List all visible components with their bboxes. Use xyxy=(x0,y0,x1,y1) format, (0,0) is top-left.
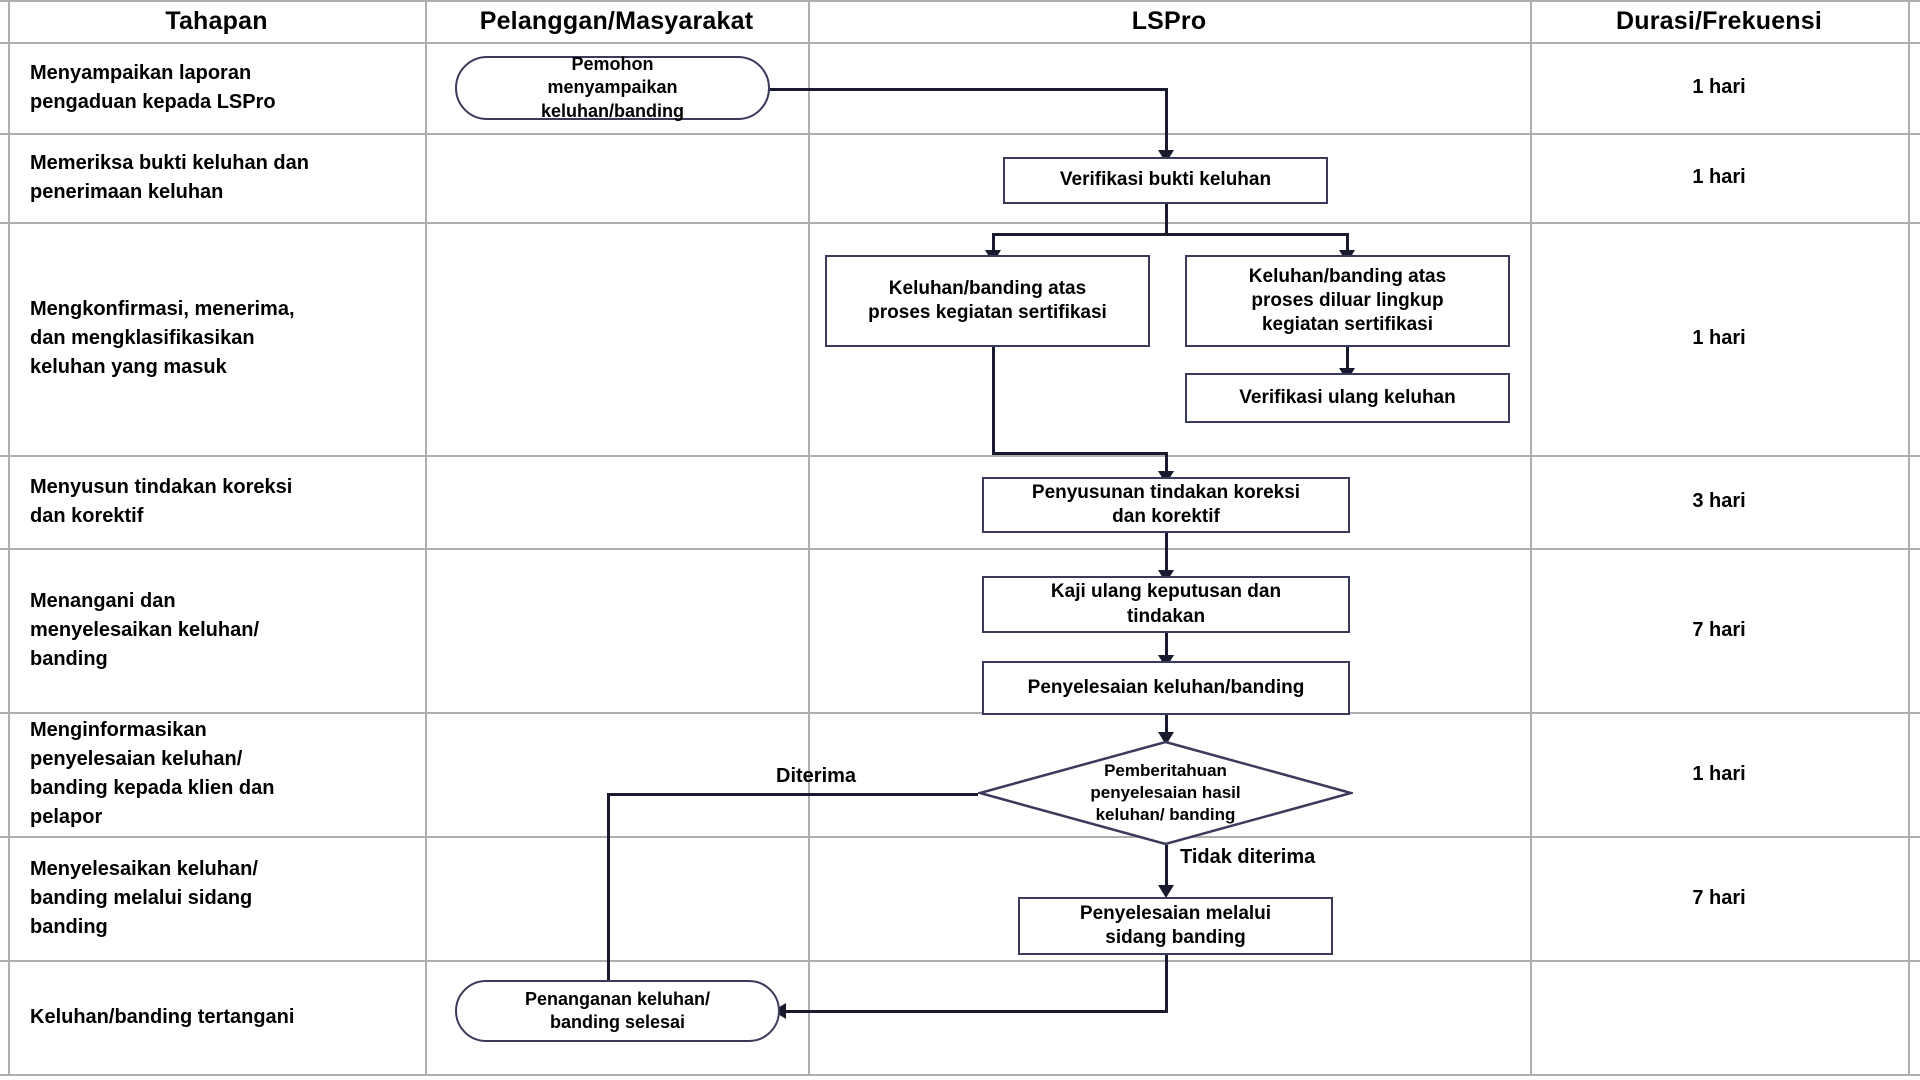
duration-cell-2: 1 hari xyxy=(1692,166,1746,188)
duration-cell-7: 7 hari xyxy=(1692,886,1746,909)
connector-split-bar xyxy=(992,233,1349,236)
node-penyelesaian-sidang-banding[interactable]: Penyelesaian melalui sidang banding xyxy=(1018,897,1333,955)
duration-cell-1: 1 hari xyxy=(1692,76,1746,98)
grid-hline-2 xyxy=(0,133,1920,135)
edge-label-tidak-diterima: Tidak diterima xyxy=(1180,846,1316,868)
grid-hline-6 xyxy=(0,712,1920,714)
connector-verifikasi-down xyxy=(1165,197,1168,236)
node-keluhan-dalam-lingkup[interactable]: Keluhan/banding atas proses kegiatan ser… xyxy=(825,255,1150,347)
arrowhead-to-sidang-banding xyxy=(1158,885,1174,898)
connector-start-to-verifikasi-h xyxy=(768,88,1168,91)
grid-hline-1 xyxy=(0,42,1920,44)
grid-vline-2 xyxy=(808,0,810,1076)
stage-cell-7: Menyelesaikan keluhan/ banding melalui s… xyxy=(30,857,258,938)
grid-hline-top xyxy=(0,0,1920,2)
connector-start-to-verifikasi-v xyxy=(1165,88,1168,154)
grid-hline-7 xyxy=(0,836,1920,838)
connector-sidang-down xyxy=(1165,955,1168,1013)
grid-hline-4 xyxy=(0,455,1920,457)
diamond-shape xyxy=(978,740,1353,846)
connector-to-penyusunan-v xyxy=(1165,452,1168,475)
duration-cell-3: 1 hari xyxy=(1692,327,1746,349)
duration-cell-4: 3 hari xyxy=(1692,490,1746,512)
grid-vline-3 xyxy=(1530,0,1532,1076)
connector-penyusunan-to-kaji xyxy=(1165,532,1168,575)
duration-cell-8 xyxy=(1530,960,1908,1074)
stage-cell-4: Menyusun tindakan koreksi dan korektif xyxy=(30,475,293,527)
grid-vline-right xyxy=(1908,0,1910,1076)
column-header-durasi: Durasi/Frekuensi xyxy=(1615,7,1823,35)
node-keluhan-luar-lingkup[interactable]: Keluhan/banding atas proses diluar lingk… xyxy=(1185,255,1510,347)
connector-dalam-across xyxy=(992,452,1168,455)
grid-vline-1 xyxy=(425,0,427,1076)
node-penanganan-selesai[interactable]: Penanganan keluhan/ banding selesai xyxy=(455,980,780,1042)
connector-sidang-left xyxy=(782,1010,1168,1013)
connector-split-left xyxy=(992,233,995,255)
connector-luar-to-verifikasi-ulang xyxy=(1346,347,1349,372)
node-kaji-ulang-keputusan[interactable]: Kaji ulang keputusan dan tindakan xyxy=(982,576,1350,633)
connector-dalam-down xyxy=(992,347,995,455)
grid-vline-left xyxy=(8,0,10,1076)
column-header-pelanggan: Pelanggan/Masyarakat xyxy=(479,7,754,35)
duration-cell-6: 1 hari xyxy=(1692,762,1746,785)
stage-cell-5: Menangani dan menyelesaikan keluhan/ ban… xyxy=(30,589,260,670)
node-verifikasi-ulang-keluhan[interactable]: Verifikasi ulang keluhan xyxy=(1185,373,1510,423)
column-header-tahapan: Tahapan xyxy=(165,7,268,35)
node-penyelesaian-keluhan[interactable]: Penyelesaian keluhan/banding xyxy=(982,661,1350,715)
grid-hline-8 xyxy=(0,960,1920,962)
node-pemberitahuan-decision[interactable]: Pemberitahuan penyelesaian hasil keluhan… xyxy=(978,740,1353,846)
stage-cell-1: Menyampaikan laporan pengaduan kepada LS… xyxy=(30,61,276,113)
connector-diterima-v xyxy=(607,793,610,995)
column-header-lspro: LSPro xyxy=(1131,7,1207,35)
connector-split-right xyxy=(1346,233,1349,255)
connector-diterima-h xyxy=(607,793,978,796)
stage-cell-6: Menginformasikan penyelesaian keluhan/ b… xyxy=(30,719,275,828)
node-pemohon-menyampaikan[interactable]: Pemohon menyampaikan keluhan/banding xyxy=(455,54,770,121)
grid-hline-bottom xyxy=(0,1074,1920,1076)
stage-cell-3: Mengkonfirmasi, menerima, dan mengklasif… xyxy=(30,298,295,378)
node-verifikasi-bukti-keluhan[interactable]: Verifikasi bukti keluhan xyxy=(1003,157,1328,204)
stage-cell-2: Memeriksa bukti keluhan dan penerimaan k… xyxy=(30,151,309,203)
stage-cell-8: Keluhan/banding tertangani xyxy=(30,1005,295,1028)
connector-penyelesaian-to-decision xyxy=(1165,714,1168,740)
grid-hline-3 xyxy=(0,222,1920,224)
connector-kaji-to-penyelesaian xyxy=(1165,632,1168,660)
edge-label-diterima: Diterima xyxy=(776,765,857,787)
connector-tidak-diterima-v xyxy=(1165,845,1168,890)
node-penyusunan-tindakan[interactable]: Penyusunan tindakan koreksi dan korektif xyxy=(982,477,1350,533)
duration-cell-5: 7 hari xyxy=(1692,618,1746,641)
grid-hline-5 xyxy=(0,548,1920,550)
